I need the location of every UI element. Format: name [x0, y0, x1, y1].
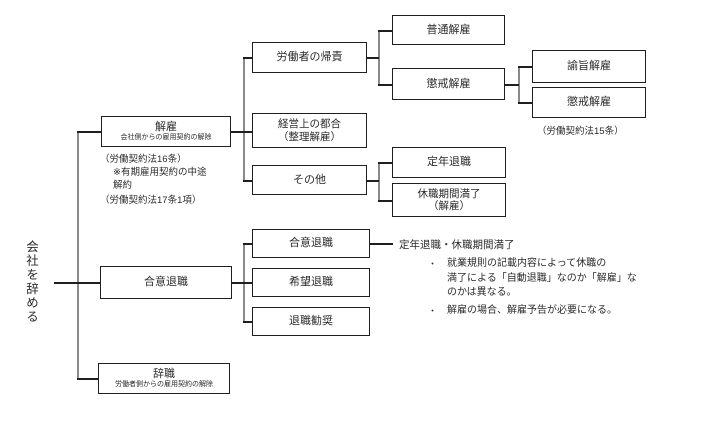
node-yushi-kaiko-title: 諭旨解雇 [567, 60, 611, 73]
connector-spine-to-roudousha [243, 57, 253, 59]
node-keiei-line2: （整理解雇） [278, 130, 341, 143]
node-kyushoku-manryo-title: 休職期間満了 [417, 187, 481, 200]
connector-goui-to-spine [232, 282, 253, 284]
annotation-bullet-2-line1: 解雇の場合、解雇予告が必要になる。 [447, 305, 617, 316]
connector-spine-to-yushi [518, 66, 532, 68]
node-taishoku-kansho: 退職勧奨 [252, 307, 370, 336]
node-chokai-kaiko-title: 懲戒解雇 [426, 77, 471, 90]
yuki-note-line2: 解約 [113, 180, 133, 191]
node-taishoku-kansho-title: 退職勧奨 [289, 315, 333, 328]
node-yushi-kaiko: 諭旨解雇 [532, 50, 646, 83]
connector-roudousha-to-spine [367, 57, 379, 59]
node-futsu-kaiko-title: 普通解雇 [426, 23, 471, 36]
node-futsu-kaiko: 普通解雇 [392, 15, 505, 45]
node-sonota: その他 [252, 165, 367, 195]
connector-spine-to-sonota [243, 180, 253, 182]
node-kaiko-subtitle: 会社側からの雇用契約の解除 [120, 134, 212, 142]
node-teinen-taishoku: 定年退職 [392, 147, 506, 178]
annotation-bullet-1-line3: のかは異なる。 [447, 287, 517, 298]
node-goui-taishoku-title: 合意退職 [144, 276, 188, 289]
bullet-icon: ・ [428, 306, 438, 316]
connector-to-annotation [370, 243, 393, 245]
connector-root-to-goui [54, 282, 101, 284]
node-kaiko: 解雇 会社側からの雇用契約の解除 [101, 116, 231, 147]
law16-note: （労働契約法16条） [100, 154, 187, 165]
node-kaiko-title: 解雇 [155, 120, 177, 133]
connector-sonota-to-spine [367, 180, 379, 182]
annotation-bullet-1: ・ 就業規則の記載内容によって休職の 満了による「自動退職」なのか「解雇」な の… [428, 257, 637, 301]
root-label: 会社を辞める [24, 240, 38, 324]
node-goui-taishoku: 合意退職 [100, 266, 232, 299]
node-goui-taishoku-child: 合意退職 [252, 229, 370, 258]
node-teinen-taishoku-title: 定年退職 [427, 156, 471, 169]
node-kyushoku-manryo-line2: （解雇） [428, 200, 470, 212]
node-chokai-kaiko2-title: 懲戒解雇 [567, 96, 611, 109]
connector-spine-to-futsu [378, 30, 392, 32]
connector-trunk [77, 131, 79, 379]
connector-spine-to-teinen [378, 162, 392, 164]
node-kibou-taishoku-title: 希望退職 [289, 276, 333, 289]
connector-trunk-to-jishoku [77, 378, 99, 380]
law17-note: （労働契約法17条1項） [100, 195, 202, 206]
node-jishoku: 辞職 労働者側からの雇用契約の解除 [98, 363, 230, 394]
connector-spine-to-kansho [243, 321, 253, 323]
bullet-icon: ・ [428, 259, 438, 269]
connector-sonota-spine [378, 162, 380, 201]
connector-spine-to-goui-child [243, 243, 253, 245]
connector-spine-to-chokai [378, 84, 392, 86]
node-jishoku-title: 辞職 [153, 367, 175, 380]
yuki-note-line1: ※有期雇用契約の中途 [113, 167, 207, 178]
node-chokai-kaiko2: 懲戒解雇 [532, 87, 646, 118]
node-kyushoku-manryo: 休職期間満了 （解雇） [392, 183, 506, 217]
node-chokai-kaiko: 懲戒解雇 [392, 68, 505, 100]
connector-spine-to-kyushoku [378, 200, 392, 202]
connector-trunk-to-kaiko [77, 131, 102, 133]
connector-spine-to-chokai2 [518, 102, 532, 104]
annotation-bullet-2: ・ 解雇の場合、解雇予告が必要になる。 [428, 304, 617, 319]
node-roudousha-kiseki-title: 労働者の帰責 [276, 51, 343, 64]
annotation-bullet-1-line1: 就業規則の記載内容によって休職の [447, 258, 607, 269]
node-roudousha-kiseki: 労働者の帰責 [252, 42, 367, 73]
annotation-title: 定年退職・休職期間満了 [399, 239, 515, 251]
node-jishoku-subtitle: 労働者側からの雇用契約の解除 [115, 381, 213, 389]
node-keiei-title: 経営上の都合 [278, 118, 341, 131]
connector-chokai-to-spine [505, 84, 519, 86]
node-keiei: 経営上の都合 （整理解雇） [252, 113, 367, 148]
connector-kaiko-spine [243, 57, 245, 181]
node-sonota-title: その他 [293, 173, 326, 186]
law15-note: （労働契約法15条） [537, 126, 624, 137]
connector-kaiko-to-spine [231, 131, 253, 133]
annotation-bullet-1-line2: 満了による「自動退職」なのか「解雇」な [447, 272, 637, 284]
node-goui-taishoku-child-title: 合意退職 [289, 237, 333, 250]
node-kibou-taishoku: 希望退職 [252, 268, 370, 297]
